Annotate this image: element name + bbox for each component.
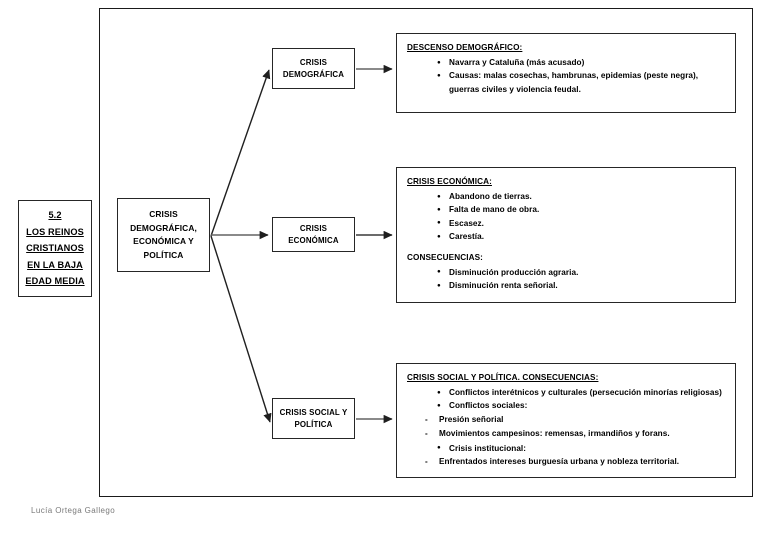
list-item: Navarra y Cataluña (más acusado) [437, 55, 725, 69]
panel-heading: CRISIS SOCIAL Y POLÍTICA. CONSECUENCIAS: [407, 373, 599, 382]
central-node-crisis: CRISIS DEMOGRÁFICA, ECONÓMICA Y POLÍTICA [117, 198, 210, 272]
list-item: Causas: malas cosechas, hambrunas, epide… [437, 69, 725, 96]
sub-list-item: Movimientos campesinos: remensas, irmand… [425, 427, 725, 442]
panel-sublist-crisis-institucional: Enfrentados intereses burguesía urbana y… [407, 455, 725, 470]
node-label-line: ECONÓMICA [288, 235, 339, 245]
page-border-frame [99, 8, 753, 497]
panel-bullet-list: Abandono de tierras. Falta de mano de ob… [407, 189, 725, 244]
panel-heading: DESCENSO DEMOGRÁFICO: [407, 43, 523, 52]
sub-list-item: Enfrentados intereses burguesía urbana y… [425, 455, 725, 470]
panel-sublist-conflictos-sociales: Presión señorial Movimientos campesinos:… [407, 413, 725, 442]
list-item: Crisis institucional: [437, 441, 725, 455]
panel-crisis-economica: CRISIS ECONÓMICA: Abandono de tierras. F… [396, 167, 736, 303]
central-node-line: DEMOGRÁFICA, [130, 222, 197, 233]
node-label-line: CRISIS [299, 57, 328, 67]
node-label-line: CRISIS [299, 223, 328, 233]
panel-crisis-social-politica: CRISIS SOCIAL Y POLÍTICA. CONSECUENCIAS:… [396, 363, 736, 478]
chapter-title-box: 5.2 LOS REINOS CRISTIANOS EN LA BAJA EDA… [18, 200, 92, 297]
node-crisis-economica: CRISIS ECONÓMICA [272, 217, 355, 252]
panel-bullet-list-crisis-institucional: Crisis institucional: [407, 441, 725, 455]
chapter-title-line: 5.2 [48, 210, 62, 221]
panel-subbullet-list: Disminución producción agraria. Disminuc… [407, 265, 725, 293]
author-footer: Lucía Ortega Gallego [31, 506, 116, 515]
panel-heading: CRISIS ECONÓMICA: [407, 177, 492, 186]
node-label-line: DEMOGRÁFICA [282, 69, 345, 79]
list-item: Disminución producción agraria. [437, 265, 725, 279]
panel-bullet-list: Conflictos interétnicos y culturales (pe… [407, 385, 725, 413]
list-item: Conflictos sociales: [437, 399, 725, 413]
node-crisis-social-politica: CRISIS SOCIAL Y POLÍTICA [272, 398, 355, 439]
list-item: Disminución renta señorial. [437, 279, 725, 293]
node-label-line: POLÍTICA [294, 419, 333, 429]
list-item: Escasez. [437, 216, 725, 230]
panel-subheading-consecuencias: CONSECUENCIAS: [407, 252, 484, 262]
chapter-title-line: CRISTIANOS [26, 243, 84, 254]
central-node-line: CRISIS [149, 209, 178, 219]
list-item: Conflictos interétnicos y culturales (pe… [437, 385, 725, 399]
list-item: Abandono de tierras. [437, 189, 725, 203]
node-crisis-demografica: CRISIS DEMOGRÁFICA [272, 48, 355, 89]
list-item: Carestía. [437, 230, 725, 244]
node-label-line: CRISIS SOCIAL Y [279, 407, 348, 417]
chapter-title-line: EN LA BAJA [27, 259, 83, 270]
panel-descenso-demografico: DESCENSO DEMOGRÁFICO: Navarra y Cataluña… [396, 33, 736, 113]
chapter-title-line: LOS REINOS [26, 226, 84, 237]
list-item: Falta de mano de obra. [437, 203, 725, 217]
central-node-line: POLÍTICA [143, 249, 184, 260]
central-node-line: ECONÓMICA Y [133, 236, 194, 246]
panel-bullet-list: Navarra y Cataluña (más acusado) Causas:… [407, 55, 725, 96]
sub-list-item: Presión señorial [425, 413, 725, 428]
chapter-title-line: EDAD MEDIA [25, 276, 85, 287]
